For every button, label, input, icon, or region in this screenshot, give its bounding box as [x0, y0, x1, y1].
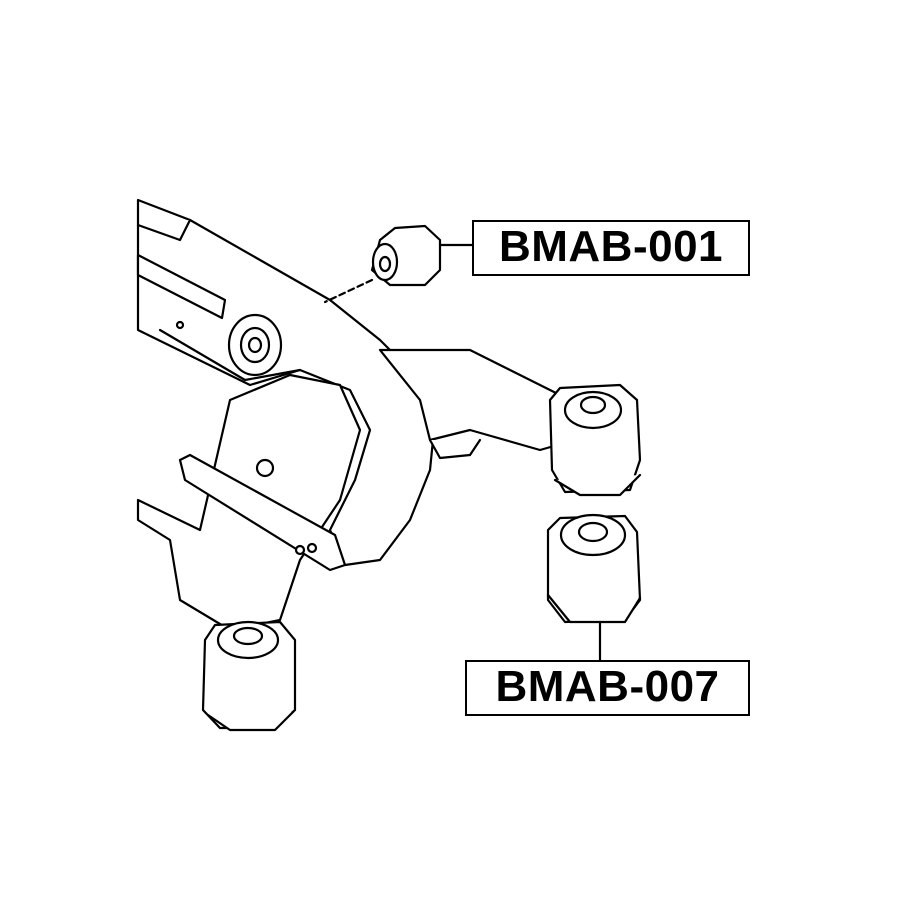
bushing-bmab-001: [323, 224, 474, 304]
part-label-bmab-001: BMAB-001: [472, 220, 750, 276]
bushing-bmab-007: [546, 513, 642, 662]
part-label-bmab-007: BMAB-007: [465, 660, 750, 716]
beam-bushing: [227, 313, 283, 377]
mounted-bushing-left: [201, 620, 297, 732]
mounted-bushing-right: [548, 383, 642, 497]
left-arm: [136, 373, 362, 632]
